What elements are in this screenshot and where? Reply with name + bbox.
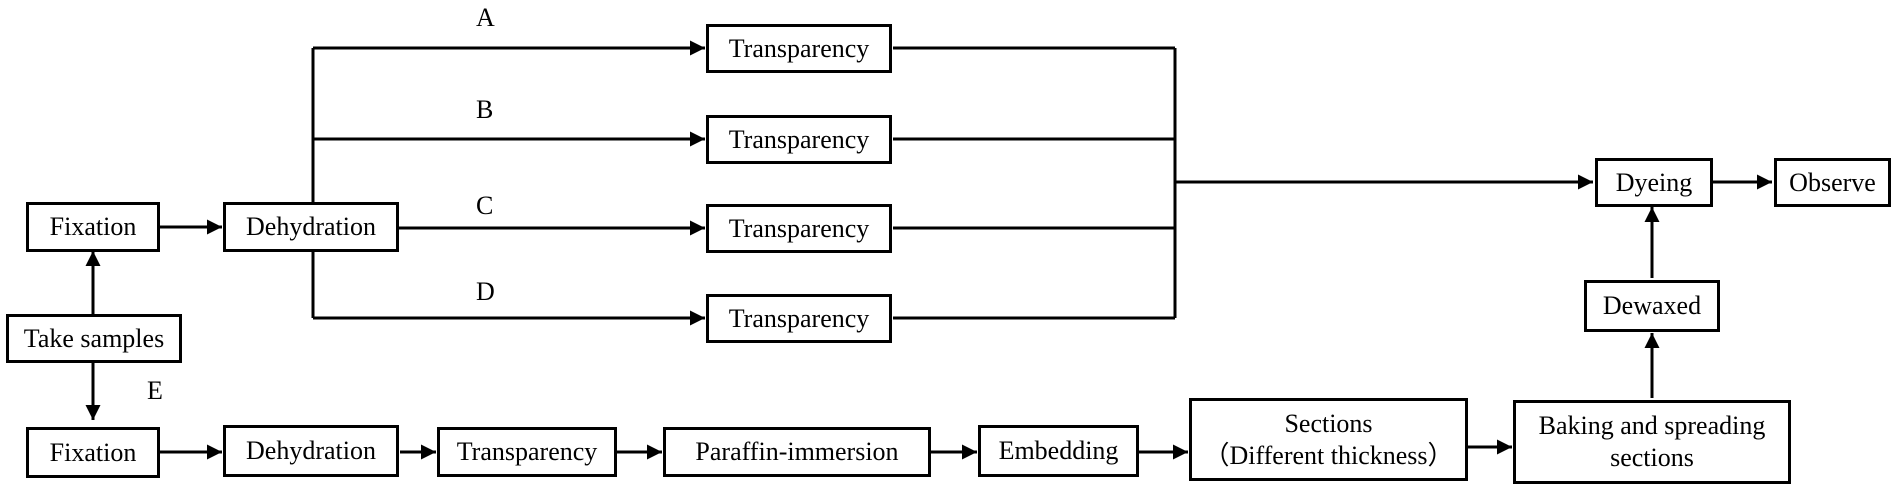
fixation-bottom-node: Fixation xyxy=(26,427,160,478)
fixation-top-node: Fixation xyxy=(26,202,160,252)
branch-label-c: C xyxy=(476,191,494,220)
observe-node: Observe xyxy=(1774,158,1891,207)
sections-node: Sections （Different thickness） xyxy=(1189,398,1468,481)
take-samples-node: Take samples xyxy=(6,314,182,363)
sections-subtitle: （Different thickness） xyxy=(1203,440,1454,470)
paraffin-immersion-node: Paraffin-immersion xyxy=(663,427,931,477)
transparency-e-node: Transparency xyxy=(437,427,617,477)
dewaxed-node: Dewaxed xyxy=(1584,280,1720,332)
baking-spreading-node: Baking and spreading sections xyxy=(1513,400,1791,484)
sections-title: Sections xyxy=(1284,408,1373,438)
transparency-d-node: Transparency xyxy=(706,294,892,343)
dyeing-node: Dyeing xyxy=(1595,158,1713,207)
branch-label-a: A xyxy=(476,3,495,32)
transparency-c-node: Transparency xyxy=(706,204,892,253)
dehydration-bottom-node: Dehydration xyxy=(223,425,399,477)
transparency-a-node: Transparency xyxy=(706,24,892,73)
embedding-node: Embedding xyxy=(978,425,1139,477)
baking-title-line1: Baking and spreading xyxy=(1538,411,1766,441)
dehydration-top-node: Dehydration xyxy=(223,202,399,252)
branch-label-b: B xyxy=(476,95,494,124)
branch-label-e: E xyxy=(147,376,163,405)
transparency-b-node: Transparency xyxy=(706,115,892,164)
baking-title-line2: sections xyxy=(1610,443,1694,472)
branch-label-d: D xyxy=(476,277,495,306)
